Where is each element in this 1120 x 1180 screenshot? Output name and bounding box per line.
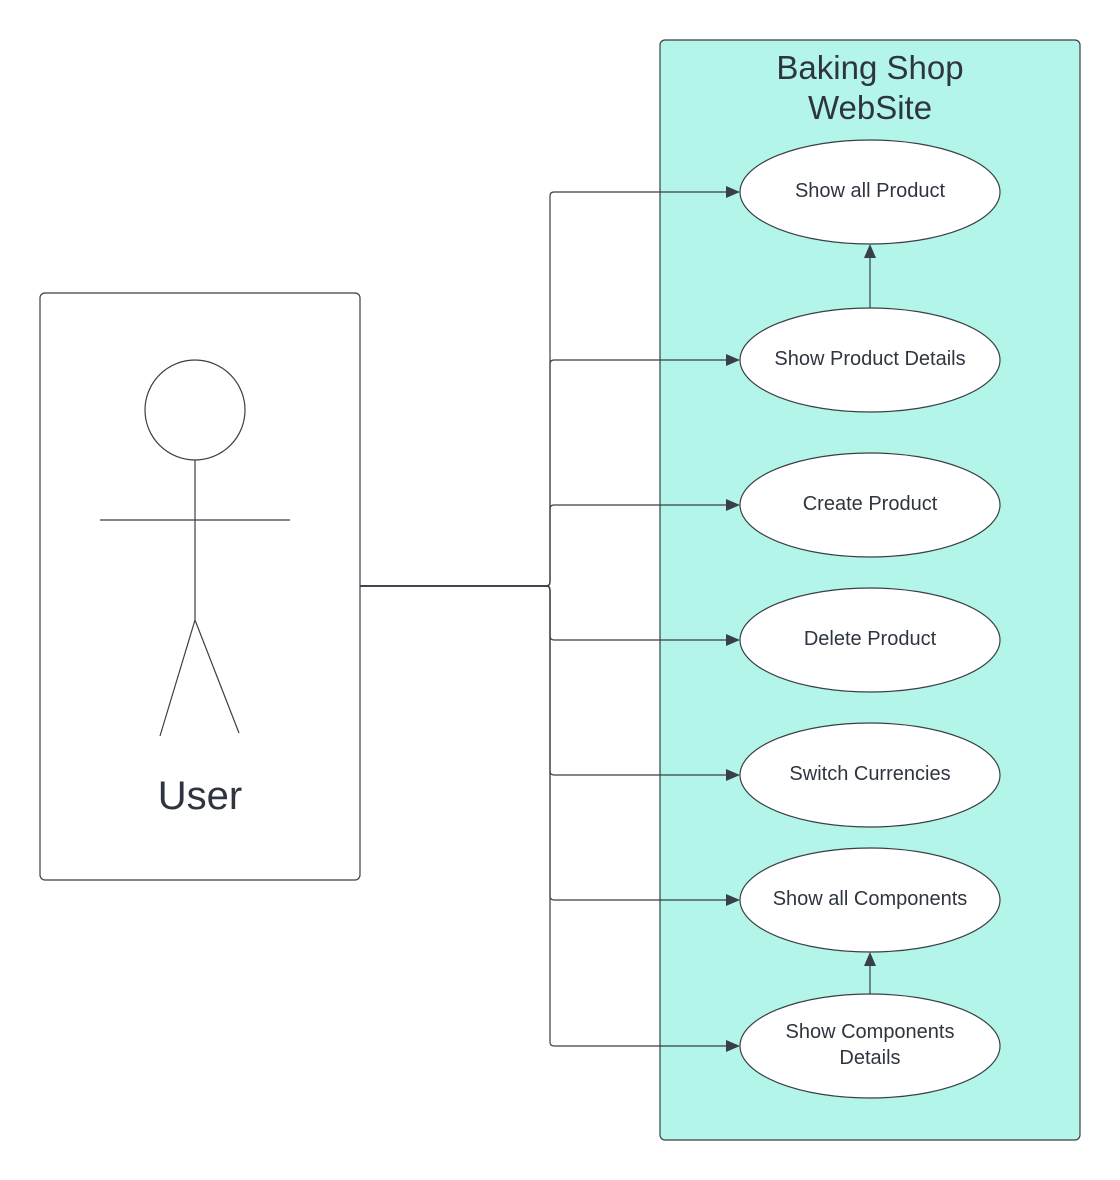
use-case-delete-product[interactable]: Delete Product: [739, 587, 1001, 693]
use-case-ellipse[interactable]: [739, 587, 1001, 693]
arrowhead-switch-currencies: [726, 769, 740, 781]
use-case-label: Show all Product: [795, 180, 946, 202]
arrowhead-show-all-product: [726, 186, 740, 198]
arrowhead-delete-product: [726, 634, 740, 646]
use-case-show-all-product[interactable]: Show all Product: [739, 139, 1001, 245]
use-case-label: Delete Product: [804, 628, 937, 650]
use-case-label: Create Product: [803, 493, 938, 515]
use-case-label: Switch Currencies: [789, 763, 950, 785]
association-show-components-details: [360, 585, 738, 1047]
actor-right-leg: [194, 619, 240, 734]
system-title-line1: Baking Shop: [776, 49, 963, 86]
use-case-switch-currencies[interactable]: Switch Currencies: [739, 722, 1001, 828]
system-title-line2: WebSite: [808, 89, 932, 126]
arrowhead-show-product-details: [726, 354, 740, 366]
association-lines: [360, 186, 876, 1052]
arrowhead-show-components-details: [726, 1040, 740, 1052]
use-case-ellipse[interactable]: [739, 993, 1001, 1099]
use-case-ellipse[interactable]: [739, 452, 1001, 558]
relation-arrowhead-show-product-details: [864, 244, 876, 258]
use-case-show-all-components[interactable]: Show all Components: [739, 847, 1001, 953]
use-case-ellipse[interactable]: [739, 307, 1001, 413]
use-case-label: Show all Components: [773, 888, 968, 910]
use-case-ellipse[interactable]: [739, 722, 1001, 828]
arrowhead-create-product: [726, 499, 740, 511]
use-case-create-product[interactable]: Create Product: [739, 452, 1001, 558]
use-case-show-product-details[interactable]: Show Product Details: [739, 307, 1001, 413]
actor-left-leg: [159, 619, 196, 737]
actor-name: User: [158, 774, 242, 818]
use-case-label: Show Components: [786, 1021, 955, 1043]
use-case-label: Details: [839, 1047, 900, 1069]
use-case-ellipse[interactable]: [739, 139, 1001, 245]
arrowhead-show-all-components: [726, 894, 740, 906]
actor-stick-figure: [100, 359, 290, 737]
relation-arrowhead-show-components-details: [864, 952, 876, 966]
use-case-ellipse[interactable]: [739, 847, 1001, 953]
use-case-label: Show Product Details: [774, 348, 965, 370]
